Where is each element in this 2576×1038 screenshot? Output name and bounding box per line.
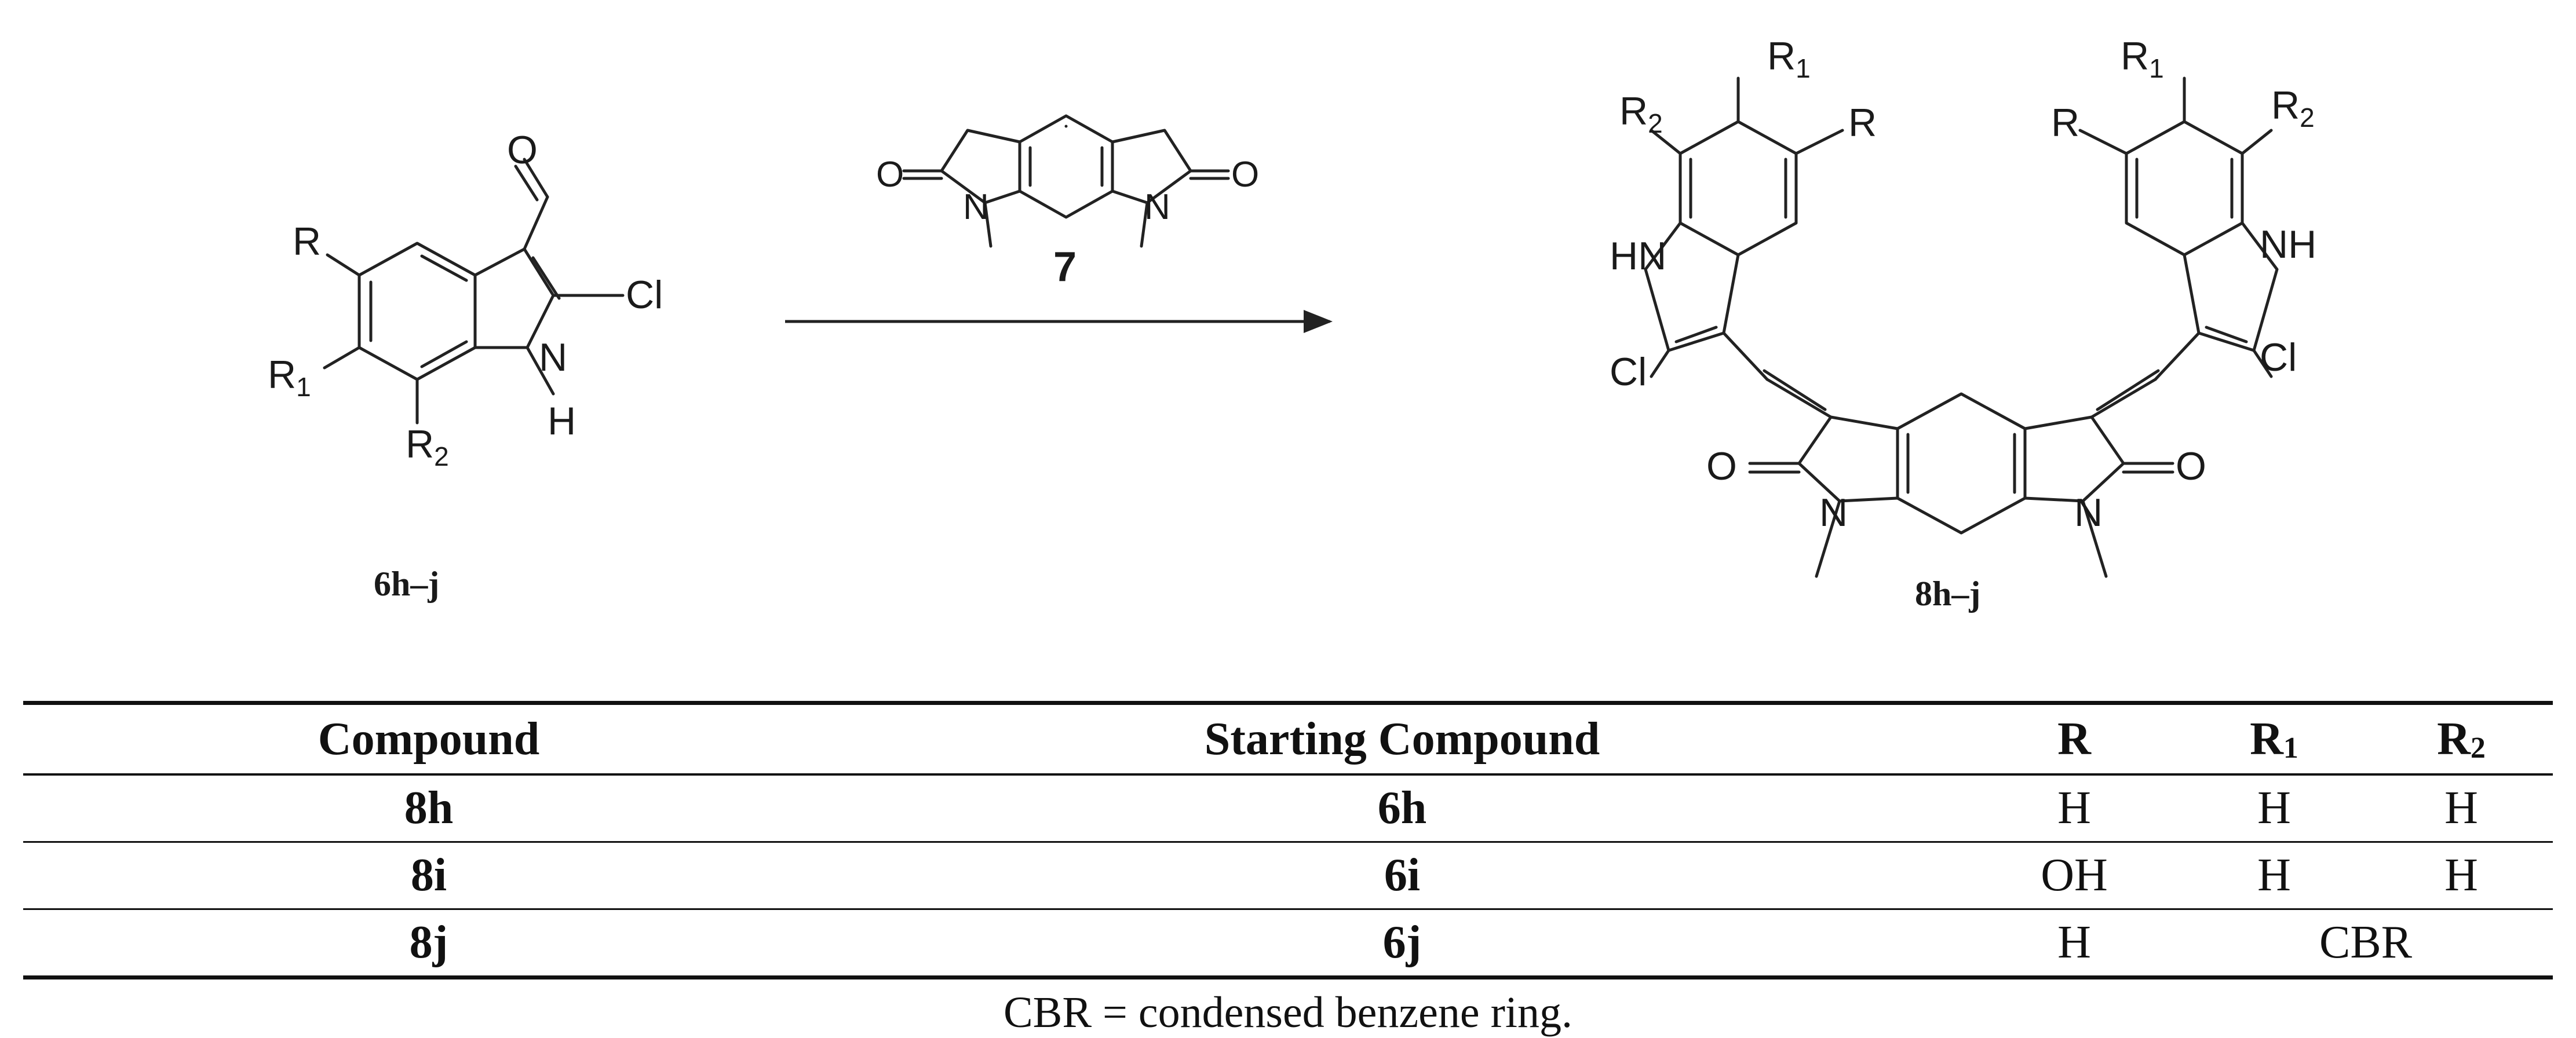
product-cl-right-label: Cl [2260, 335, 2297, 379]
reactant-h-label: H [548, 399, 576, 443]
cell-r2: H [2370, 842, 2553, 910]
reactant-r-label: R [293, 220, 321, 264]
cell-starting-compound: 6h [834, 774, 1970, 843]
reagent-structure: O O N N 7 [876, 114, 1259, 290]
cell-r: H [1970, 909, 2179, 979]
table-row: 8i 6i OH H H [23, 842, 2553, 910]
product-cl-left-label: Cl [1610, 350, 1647, 394]
cell-r1: H [2179, 774, 2370, 843]
cell-starting-compound: 6j [834, 909, 1970, 979]
reactant-cl-label: Cl [626, 273, 663, 317]
cell-r: OH [1970, 842, 2179, 910]
product-n-right-label: N [2074, 491, 2103, 535]
cell-starting-compound: 6i [834, 842, 1970, 910]
cell-compound: 8i [23, 842, 834, 910]
reaction-scheme: O Cl N H R R1 R2 6h–j O O N N 7 [268, 34, 2316, 613]
cell-r1-r2-merged: CBR [2179, 909, 2553, 979]
product-o-left-label: O [1706, 444, 1737, 488]
product-r1-left-label: R1 [1767, 34, 1811, 83]
product-o-right-label: O [2176, 444, 2206, 488]
product-r-left-label: R [1848, 101, 1877, 145]
reactant-compound-label: 6h–j [374, 565, 439, 603]
reactant-r2-label: R2 [406, 422, 449, 472]
reactant-structure: O Cl N H R R1 R2 6h–j [268, 128, 663, 603]
header-starting-compound: Starting Compound [834, 701, 1970, 776]
header-r: R [1970, 701, 2179, 776]
cell-compound: 8j [23, 909, 834, 979]
reactant-r1-label: R1 [268, 353, 311, 402]
reagent-o-left-label: O [876, 155, 904, 195]
product-nh-label: NH [2260, 222, 2316, 266]
cell-r1: H [2179, 842, 2370, 910]
cell-compound: 8h [23, 774, 834, 843]
reagent-compound-label: 7 [1053, 244, 1077, 290]
table-row: 8h 6h H H H [23, 774, 2553, 843]
product-r2-left-label: R2 [1619, 89, 1663, 138]
header-r1: R1 [2179, 701, 2370, 776]
reagent-n-right-label: N [1144, 187, 1170, 227]
product-compound-label: 8h–j [1915, 575, 1980, 613]
cell-r2: H [2370, 774, 2553, 843]
product-r-right-label: R [2051, 101, 2079, 145]
product-n-left-label: N [1819, 491, 1848, 535]
reagent-o-right-label: O [1231, 155, 1259, 195]
substituent-table: Compound Starting Compound R R1 R2 8h 6h… [23, 701, 2553, 979]
product-hn-label: HN [1610, 234, 1666, 278]
table-row: 8j 6j H CBR [23, 909, 2553, 979]
header-r2: R2 [2370, 701, 2553, 776]
reactant-n-label: N [539, 335, 567, 379]
table-header-row: Compound Starting Compound R R1 R2 [23, 701, 2553, 776]
product-r2-right-label: R2 [2271, 83, 2315, 133]
table-footnote: CBR = condensed benzene ring. [1003, 988, 1573, 1037]
product-structure: R1 R2 R HN Cl R1 R2 R NH Cl O O N N 8h–j [1610, 34, 2316, 613]
header-compound: Compound [23, 701, 834, 776]
aldehyde-o-label: O [507, 128, 538, 172]
product-r1-right-label: R1 [2121, 34, 2164, 83]
cell-r: H [1970, 774, 2179, 843]
reagent-n-left-label: N [963, 187, 989, 227]
